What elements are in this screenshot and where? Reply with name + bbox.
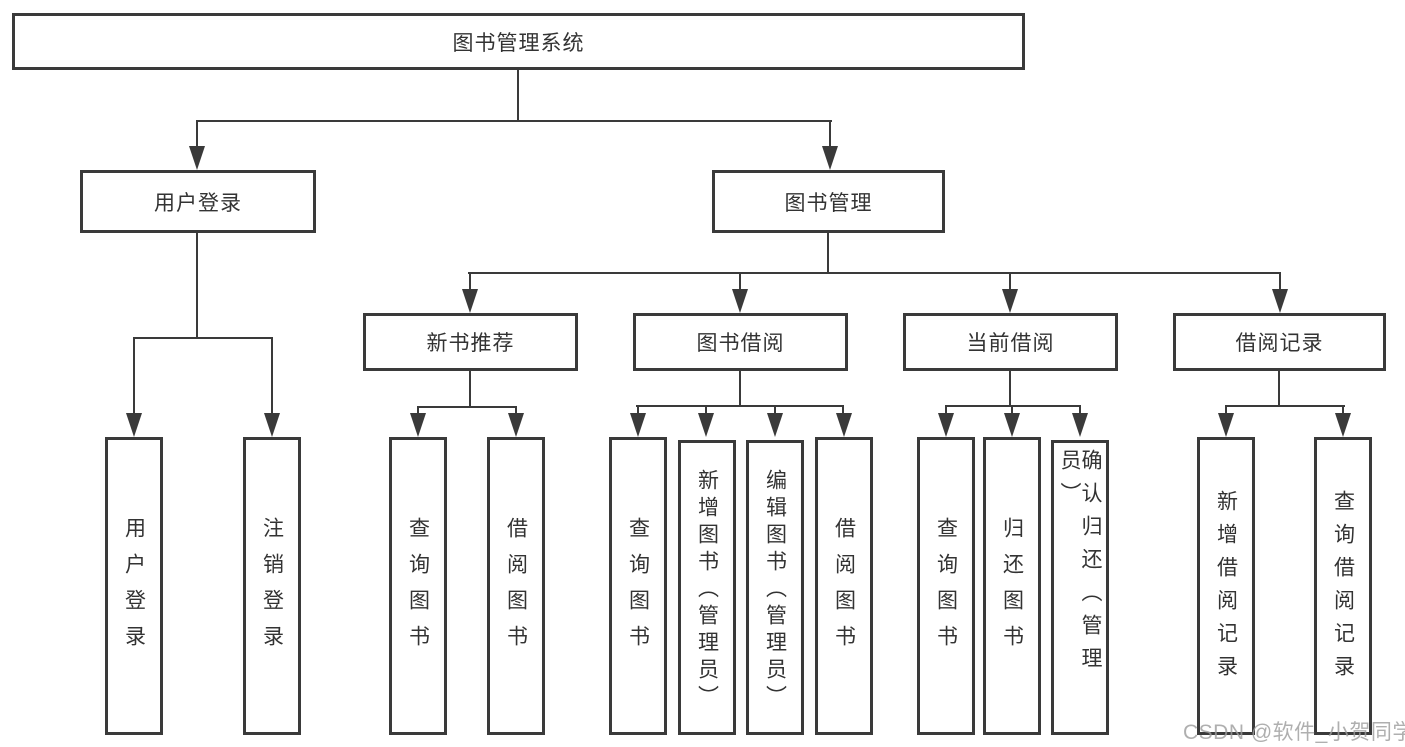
- arrow-down-icon: [1002, 289, 1018, 313]
- leaf-newbook-query-book-label: 查询图书: [406, 517, 430, 661]
- connector-g1-drop-2: [515, 406, 517, 419]
- connector-g3-stem: [1009, 371, 1011, 407]
- connector-group4-drop: [1279, 272, 1281, 293]
- connector-level2-rail: [196, 120, 832, 122]
- node-library-system-label: 图书管理系统: [452, 31, 585, 55]
- connector-g4-drop-2: [1342, 405, 1344, 419]
- leaf-current-return-book-label: 归还图书: [1000, 517, 1024, 661]
- connector-group2-drop: [739, 272, 741, 293]
- connector-login-drop-1: [133, 337, 135, 417]
- leaf-newbook-query-book: 查询图书: [389, 437, 447, 735]
- arrow-down-icon: [1004, 413, 1020, 437]
- connector-g3-drop-1: [945, 405, 947, 419]
- arrow-down-icon: [1335, 413, 1351, 437]
- arrow-down-icon: [126, 413, 142, 437]
- connector-g1-stem: [469, 371, 471, 408]
- connector-g4-drop-1: [1225, 405, 1227, 419]
- connector-g4-rail: [1225, 405, 1345, 407]
- leaf-current-query-book-label: 查询图书: [934, 517, 958, 661]
- connector-g4-stem: [1278, 371, 1280, 407]
- node-borrow-record: 借阅记录: [1173, 313, 1386, 371]
- connector-g3-rail: [945, 405, 1081, 407]
- leaf-borrow-borrow-book: 借阅图书: [815, 437, 873, 735]
- arrow-down-icon: [264, 413, 280, 437]
- leaf-current-return-book: 归还图书: [983, 437, 1041, 735]
- leaf-logout-login: 注销登录: [243, 437, 301, 735]
- node-new-book-recommend: 新书推荐: [363, 313, 578, 371]
- node-current-borrow: 当前借阅: [903, 313, 1118, 371]
- arrow-down-icon: [767, 413, 783, 437]
- leaf-borrow-query-book-label: 查询图书: [626, 517, 650, 661]
- leaf-record-add-borrow-record: 新增借阅记录: [1197, 437, 1255, 735]
- connector-mgmt-stem: [827, 233, 829, 274]
- node-book-management-label: 图书管理: [784, 191, 873, 215]
- arrow-down-icon: [822, 146, 838, 170]
- arrow-down-icon: [836, 413, 852, 437]
- leaf-current-confirm-return-admin-label: 确认归还（管理员）: [1058, 449, 1102, 680]
- arrow-down-icon: [630, 413, 646, 437]
- leaf-newbook-borrow-book-label: 借阅图书: [504, 517, 528, 661]
- leaf-record-query-borrow-record: 查询借阅记录: [1314, 437, 1372, 735]
- arrow-down-icon: [698, 413, 714, 437]
- arrow-down-icon: [732, 289, 748, 313]
- arrow-down-icon: [1272, 289, 1288, 313]
- leaf-borrow-add-book-admin-label: 新增图书（管理员）: [695, 469, 719, 712]
- leaf-borrow-add-book-admin: 新增图书（管理员）: [678, 440, 736, 735]
- leaf-logout-login-label: 注销登录: [260, 517, 284, 661]
- node-book-borrow-label: 图书借阅: [696, 332, 785, 355]
- node-borrow-record-label: 借阅记录: [1235, 332, 1324, 355]
- leaf-newbook-borrow-book: 借阅图书: [487, 437, 545, 735]
- leaf-borrow-edit-book-admin: 编辑图书（管理员）: [746, 440, 804, 735]
- connector-group1-drop: [469, 272, 471, 293]
- connector-g2-stem: [739, 371, 741, 407]
- connector-root-stem: [517, 70, 519, 122]
- connector-g2-rail: [636, 405, 844, 407]
- node-book-borrow: 图书借阅: [633, 313, 848, 371]
- arrow-down-icon: [410, 413, 426, 437]
- connector-groups-rail: [468, 272, 1281, 274]
- connector-g2-drop-2: [705, 405, 707, 419]
- node-user-login-label: 用户登录: [154, 191, 242, 215]
- connector-g2-drop-3: [774, 405, 776, 419]
- arrow-down-icon: [462, 289, 478, 313]
- arrow-down-icon: [508, 413, 524, 437]
- node-current-borrow-label: 当前借阅: [966, 332, 1055, 355]
- node-library-system: 图书管理系统: [12, 13, 1025, 70]
- connector-login-stem: [196, 233, 198, 339]
- leaf-user-login-label: 用户登录: [122, 517, 146, 661]
- node-book-management: 图书管理: [712, 170, 945, 233]
- csdn-watermark: CSDN @软件_小贺同学: [1183, 721, 1405, 744]
- leaf-borrow-borrow-book-label: 借阅图书: [832, 517, 856, 661]
- connector-g1-drop-1: [417, 406, 419, 419]
- leaf-borrow-query-book: 查询图书: [609, 437, 667, 735]
- connector-g2-drop-1: [637, 405, 639, 419]
- arrow-down-icon: [1218, 413, 1234, 437]
- node-new-book-recommend-label: 新书推荐: [426, 332, 515, 355]
- connector-g1-rail: [417, 406, 517, 408]
- arrow-down-icon: [189, 146, 205, 170]
- leaf-current-query-book: 查询图书: [917, 437, 975, 735]
- arrow-down-icon: [938, 413, 954, 437]
- connector-mgmt-drop: [829, 120, 831, 150]
- leaf-current-confirm-return-admin: 确认归还（管理员）: [1051, 440, 1109, 735]
- connector-login-rail: [133, 337, 273, 339]
- arrow-down-icon: [1072, 413, 1088, 437]
- connector-g3-drop-3: [1079, 405, 1081, 419]
- leaf-user-login: 用户登录: [105, 437, 163, 735]
- leaf-record-query-borrow-record-label: 查询借阅记录: [1331, 490, 1355, 688]
- connector-login-drop-2: [271, 337, 273, 417]
- connector-login-drop: [196, 120, 198, 150]
- connector-group3-drop: [1009, 272, 1011, 293]
- connector-g2-drop-4: [842, 405, 844, 419]
- node-user-login: 用户登录: [80, 170, 316, 233]
- connector-g3-drop-2: [1011, 405, 1013, 419]
- leaf-borrow-edit-book-admin-label: 编辑图书（管理员）: [763, 469, 787, 712]
- leaf-record-add-borrow-record-label: 新增借阅记录: [1214, 490, 1238, 688]
